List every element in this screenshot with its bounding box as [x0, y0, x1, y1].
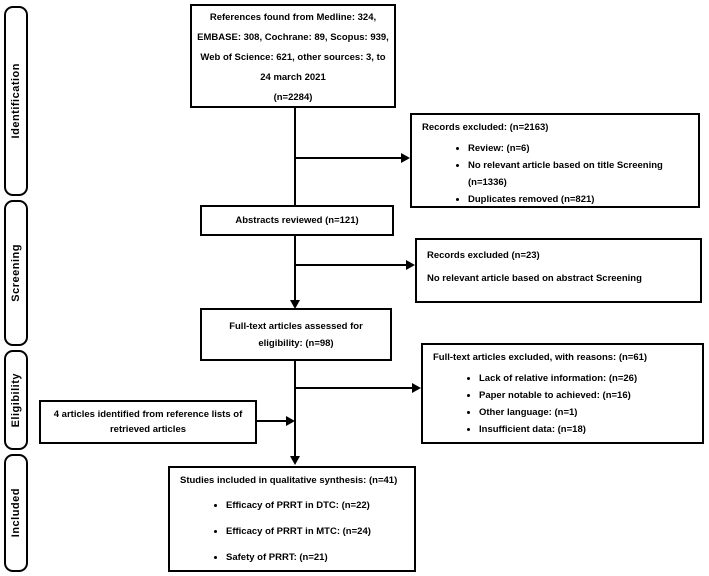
references-line-4: 24 march 2021	[260, 72, 326, 83]
bullet-item: Review: (n=6)	[468, 140, 688, 157]
studies-included-bullets: Efficacy of PRRT in DTC: (n=22)Efficacy …	[180, 493, 404, 571]
stage-eligibility-label: Eligibility	[10, 372, 22, 428]
connector-to-fulltext-excluded	[296, 387, 413, 389]
arrowhead-right-records-excluded-abstract	[406, 260, 415, 270]
records-excluded-title-heading: Records excluded: (n=2163)	[422, 122, 549, 133]
connector-reference-articles-to-main	[257, 420, 287, 422]
fulltext-excluded-box: Full-text articles excluded, with reason…	[421, 343, 704, 444]
stage-included-label: Included	[10, 488, 22, 538]
records-excluded-abstract-reason: No relevant article based on abstract Sc…	[427, 273, 642, 284]
arrowhead-right-records-excluded-title	[401, 153, 410, 163]
records-excluded-title-bullets: Review: (n=6)No relevant article based o…	[422, 140, 688, 208]
connector-abstracts-to-fulltext	[294, 236, 296, 302]
records-excluded-abstract-box: Records excluded (n=23) No relevant arti…	[415, 238, 702, 303]
bullet-item: Efficacy of PRRT in MTC: (n=24)	[226, 519, 404, 545]
arrowhead-down-studies	[290, 456, 300, 465]
bullet-item: Efficacy of PRRT in DTC: (n=22)	[226, 493, 404, 519]
references-line-2: EMBASE: 308, Cochrane: 89, Scopus: 939,	[197, 32, 389, 43]
studies-included-heading: Studies included in qualitative synthesi…	[180, 475, 398, 486]
studies-included-box: Studies included in qualitative synthesi…	[168, 466, 416, 572]
bullet-item: No relevant article based on title Scree…	[468, 157, 688, 191]
connector-to-records-excluded-abstract	[296, 264, 407, 266]
fulltext-excluded-heading: Full-text articles excluded, with reason…	[433, 352, 648, 363]
bullet-item: Safety of PRRT: (n=21)	[226, 545, 404, 571]
arrowhead-right-main-line	[286, 416, 295, 426]
reference-articles-line-2: retrieved articles	[109, 424, 187, 435]
stage-eligibility: Eligibility	[4, 350, 28, 450]
fulltext-assessed-line-1: Full-text articles assessed for	[229, 320, 363, 332]
fulltext-assessed-box: Full-text articles assessed for eligibil…	[200, 308, 392, 361]
stage-included: Included	[4, 454, 28, 572]
stage-screening-label: Screening	[10, 244, 22, 302]
connector-fulltext-to-studies	[294, 360, 296, 458]
references-line-5: (n=2284)	[273, 92, 313, 103]
references-found-box: References found from Medline: 324, EMBA…	[190, 4, 396, 108]
records-excluded-abstract-heading: Records excluded (n=23)	[427, 250, 540, 261]
abstracts-reviewed-box: Abstracts reviewed (n=121)	[200, 205, 394, 236]
arrowhead-down-fulltext	[290, 300, 300, 309]
arrowhead-right-fulltext-excluded	[412, 383, 421, 393]
bullet-item: Insufficient data: (n=18)	[479, 421, 692, 438]
references-line-3: Web of Science: 621, other sources: 3, t…	[200, 52, 386, 63]
reference-articles-box: 4 articles identified from reference lis…	[39, 400, 257, 444]
references-line-1: References found from Medline: 324,	[209, 12, 377, 23]
stage-screening: Screening	[4, 200, 28, 346]
records-excluded-title-box: Records excluded: (n=2163) Review: (n=6)…	[410, 113, 700, 208]
bullet-item: Lack of relative information: (n=26)	[479, 370, 692, 387]
connector-to-records-excluded-title	[296, 157, 402, 159]
fulltext-excluded-bullets: Lack of relative information: (n=26)Pape…	[433, 370, 692, 438]
bullet-item: Other language: (n=1)	[479, 404, 692, 421]
connector-references-to-abstracts	[294, 108, 296, 205]
bullet-item: Duplicates removed (n=821)	[468, 191, 688, 208]
fulltext-assessed-line-2: eligibility: (n=98)	[258, 337, 334, 349]
stage-identification: Identification	[4, 6, 28, 196]
stage-identification-label: Identification	[10, 63, 22, 139]
abstracts-reviewed-text: Abstracts reviewed (n=121)	[235, 215, 359, 226]
bullet-item: Paper notable to achieved: (n=16)	[479, 387, 692, 404]
reference-articles-line-1: 4 articles identified from reference lis…	[53, 409, 243, 420]
